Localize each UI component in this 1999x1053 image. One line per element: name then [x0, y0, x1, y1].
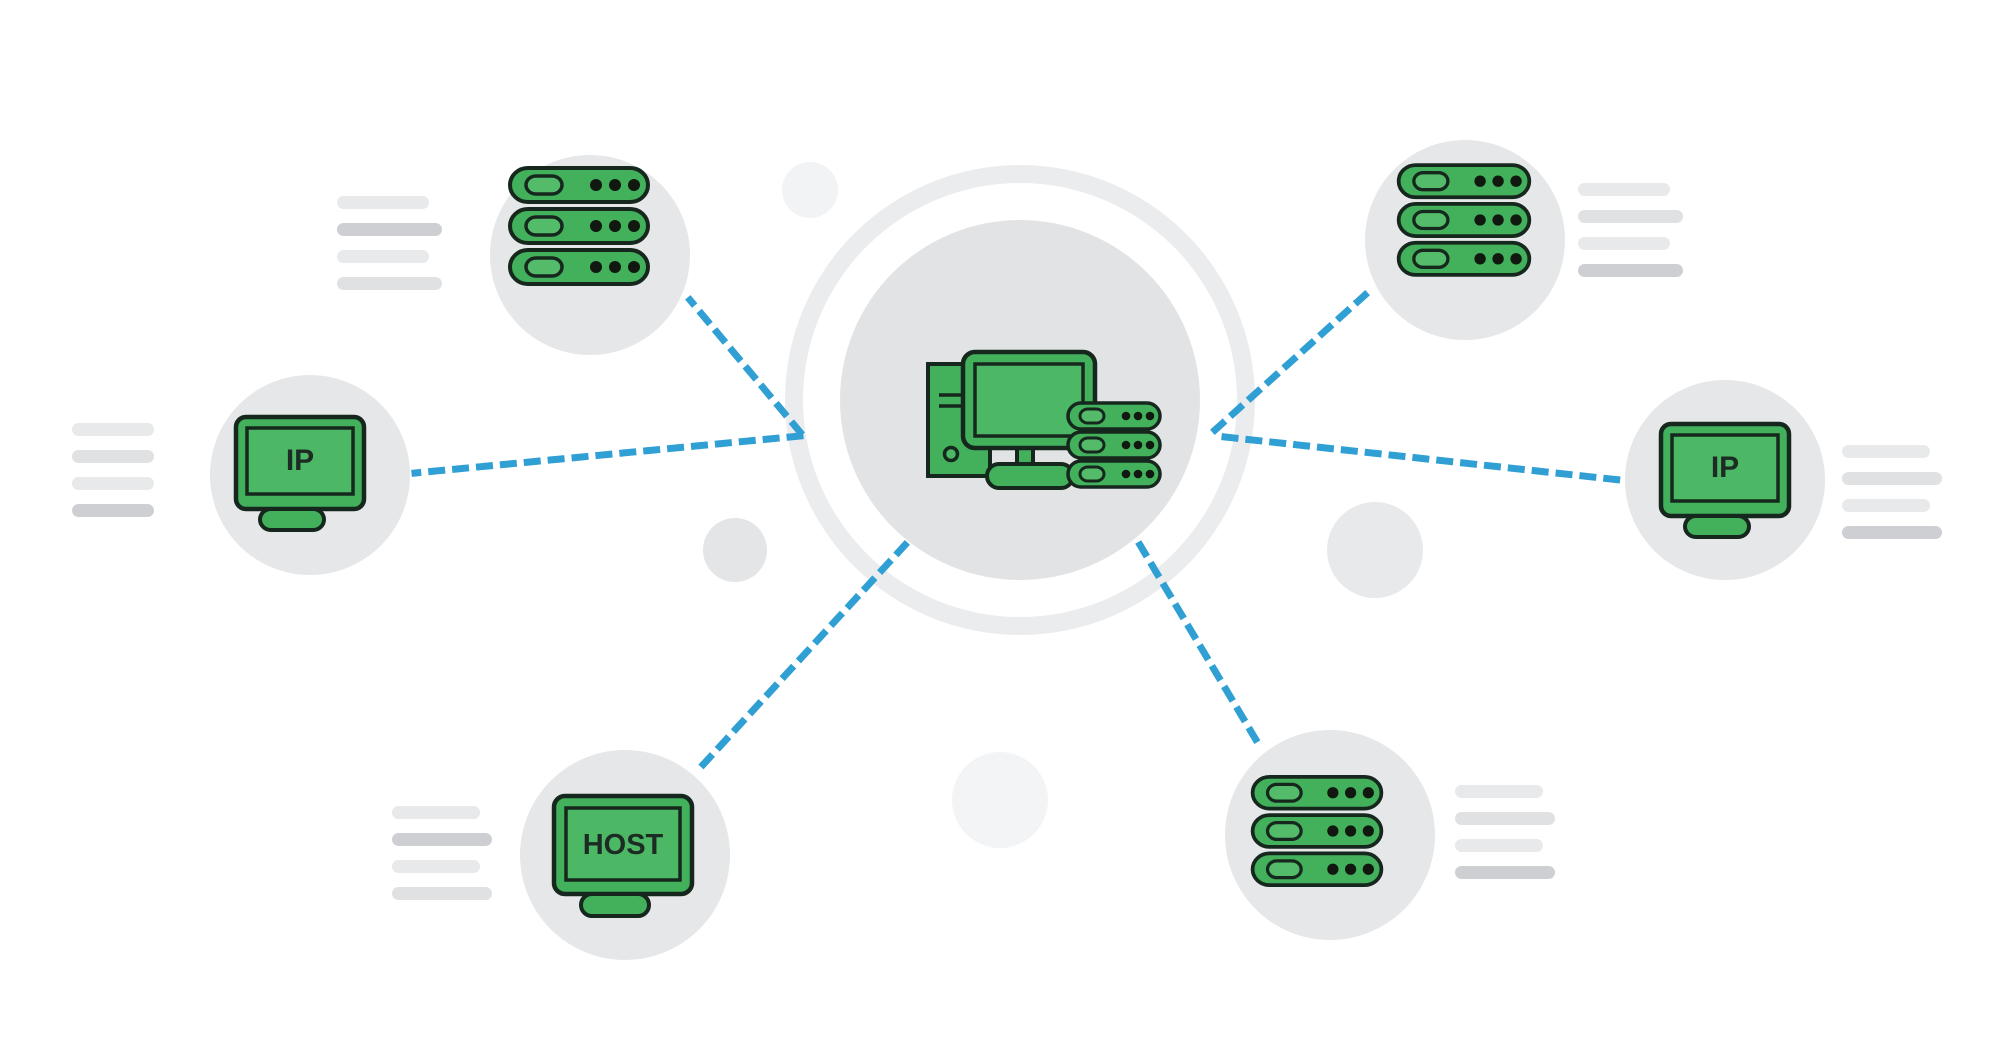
text-lines-server-bottom-right [1455, 785, 1555, 879]
deco-circle-top-center [782, 162, 838, 218]
node-host-bottom-left[interactable]: HOST [520, 750, 730, 960]
text-line [1842, 445, 1930, 458]
connection-line-node-server-top-left [685, 295, 805, 437]
text-line [337, 223, 442, 236]
node-server-bottom-right[interactable] [1225, 730, 1435, 940]
text-lines-ip-left [72, 423, 154, 517]
text-lines-host-bottom-left [392, 806, 492, 900]
server-stack-icon [508, 166, 650, 286]
text-line [1842, 499, 1930, 512]
text-line [337, 196, 429, 209]
node-server-top-right[interactable] [1365, 140, 1565, 340]
text-line [392, 806, 480, 819]
monitor-screen-label: IP [286, 444, 314, 477]
monitor-icon: IP [1658, 421, 1792, 539]
text-line [72, 450, 154, 463]
text-line [1842, 526, 1942, 539]
monitor-screen-label: HOST [583, 829, 664, 861]
text-line [1455, 866, 1555, 879]
node-server-top-left[interactable] [490, 155, 690, 355]
text-line [72, 477, 154, 490]
text-line [1842, 472, 1942, 485]
deco-circle-mid-left [703, 518, 767, 582]
text-line [1455, 812, 1555, 825]
text-line [392, 887, 492, 900]
text-line [1455, 785, 1543, 798]
text-line [1578, 183, 1670, 196]
connection-line-node-ip-right [1221, 433, 1624, 484]
monitor-screen-label: IP [1711, 451, 1739, 484]
text-lines-server-top-right [1578, 183, 1683, 277]
text-line [337, 250, 429, 263]
monitor-icon: IP [233, 414, 367, 532]
desktop-computer-with-server-stack-icon[interactable] [925, 348, 1165, 493]
deco-circle-bottom [952, 752, 1048, 848]
deco-circle-mid-right [1327, 502, 1423, 598]
text-line [392, 833, 492, 846]
text-line [1455, 839, 1543, 852]
text-lines-ip-right [1842, 445, 1942, 539]
text-line [337, 277, 442, 290]
text-lines-server-top-left [337, 196, 442, 290]
text-line [1578, 237, 1670, 250]
text-line [392, 860, 480, 873]
connection-line-node-ip-left [411, 432, 804, 477]
node-ip-right[interactable]: IP [1625, 380, 1825, 580]
server-stack-icon [1250, 775, 1384, 887]
monitor-icon: HOST [551, 793, 695, 918]
node-ip-left[interactable]: IP [210, 375, 410, 575]
text-line [72, 423, 154, 436]
text-line [72, 504, 154, 517]
text-line [1578, 264, 1683, 277]
text-line [1578, 210, 1683, 223]
server-stack-icon [1396, 163, 1532, 277]
